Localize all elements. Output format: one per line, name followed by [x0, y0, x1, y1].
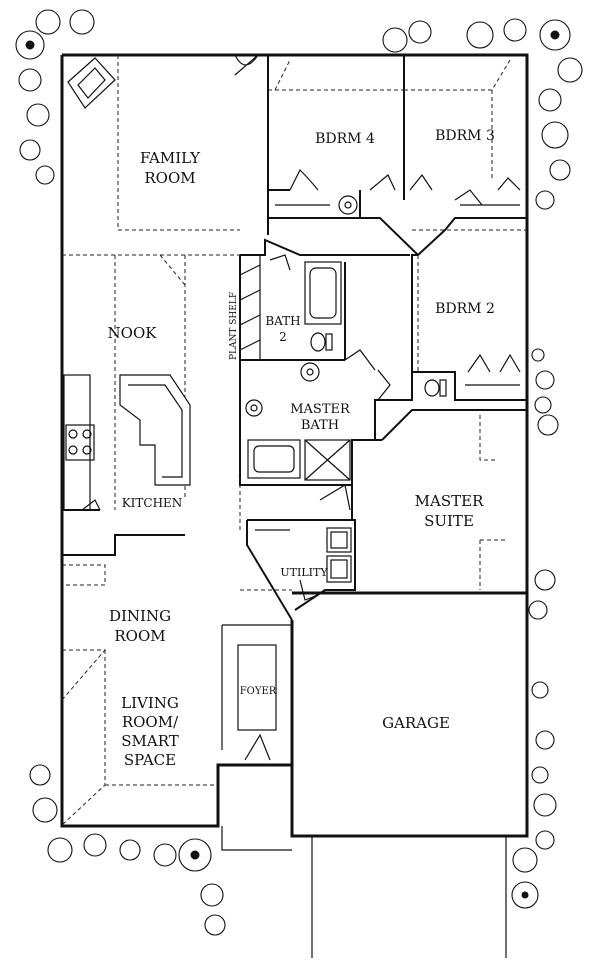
shrub-icon [511, 348, 559, 909]
foyer-label: FOYER [240, 686, 277, 697]
utility-label: UTILITY [280, 566, 328, 579]
washer-icon [326, 527, 352, 553]
foyer-bench [237, 644, 277, 731]
toilet-icon [310, 332, 447, 397]
bath2-label: 2 [279, 330, 287, 344]
kitchen-island [119, 374, 191, 486]
landscaping [15, 9, 583, 936]
shrub-icon [29, 764, 226, 936]
living-room-label: SPACE [124, 751, 176, 769]
plant-shelf-label: PLANT SHELF [229, 292, 239, 360]
bdrm2-label: BDRM 2 [435, 301, 495, 317]
shrub-icon [382, 18, 583, 210]
bathtub-icon [247, 261, 351, 481]
living-room-label: SMART [121, 732, 179, 750]
nook-label: NOOK [108, 324, 158, 342]
plant-shelf-shelving [239, 254, 261, 361]
bath2-label: BATH [265, 314, 300, 328]
dryer-icon [326, 555, 352, 583]
garage-label: GARAGE [382, 714, 450, 732]
family-room-label: ROOM [144, 169, 195, 187]
room-labels: FAMILY ROOM BDRM 4 BDRM 3 BDRM 2 NOOK PL… [108, 128, 495, 769]
fireplace-icon [67, 57, 116, 109]
master-bath-label: BATH [301, 418, 339, 433]
bdrm3-label: BDRM 3 [435, 128, 495, 144]
door-swing-icon [81, 54, 521, 761]
dining-room-label: DINING [109, 607, 171, 625]
ceiling-lines [61, 55, 527, 826]
stove-icon [63, 374, 95, 511]
exterior-walls [60, 53, 529, 958]
dining-room-label: ROOM [114, 627, 165, 645]
master-suite-label: SUITE [424, 512, 474, 530]
master-suite-label: MASTER [415, 492, 484, 510]
living-room-label: ROOM/ [122, 713, 179, 731]
kitchen-label: KITCHEN [122, 496, 183, 510]
bdrm4-label: BDRM 4 [315, 131, 375, 147]
shrub-icon [15, 9, 95, 185]
closets [255, 204, 520, 531]
family-room-label: FAMILY [140, 149, 201, 167]
living-room-label: LIVING [121, 694, 179, 712]
master-bath-label: MASTER [290, 402, 351, 417]
